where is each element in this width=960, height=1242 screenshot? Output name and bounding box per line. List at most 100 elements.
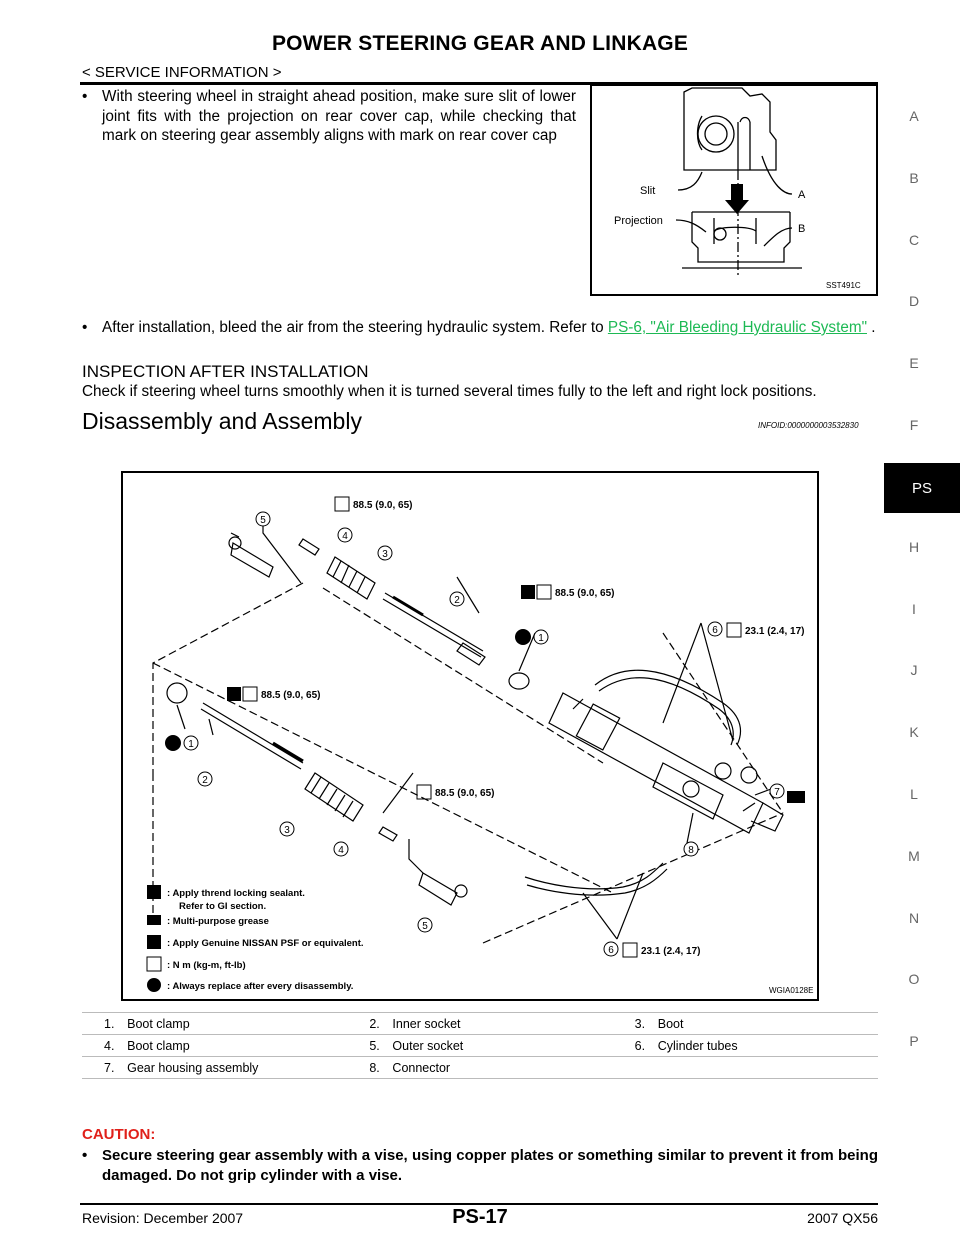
callout-4-upper: 4	[337, 527, 353, 543]
callout-1-upper: 1	[533, 629, 549, 645]
footer-model: 2007 QX56	[807, 1210, 878, 1226]
header-divider	[80, 82, 878, 85]
callout-6-upper: 6	[707, 621, 723, 637]
bullet-mark: •	[82, 88, 88, 105]
bullet-mark: •	[82, 319, 88, 336]
svg-text:6: 6	[712, 625, 718, 636]
callout-6-lower: 6	[603, 941, 619, 957]
svg-text:88.5 (9.0, 65): 88.5 (9.0, 65)	[435, 788, 494, 799]
index-tab-m[interactable]: M	[908, 848, 920, 864]
index-tab-o[interactable]: O	[908, 971, 920, 987]
caution-text: Secure steering gear assembly with a vis…	[102, 1147, 878, 1184]
install-step-bullet: • With steering wheel in straight ahead …	[82, 87, 576, 146]
callout-5-upper: 5	[255, 511, 271, 527]
mark-b-label: B	[798, 223, 805, 235]
torque-marker-lower-inner: 88.5 (9.0, 65)	[227, 686, 320, 702]
svg-text:88.5 (9.0, 65): 88.5 (9.0, 65)	[261, 690, 320, 701]
index-tab-h[interactable]: H	[908, 539, 920, 555]
svg-text:3: 3	[284, 825, 290, 836]
section-index-tabs: A B C D E F PS H I J K L M N O P	[884, 0, 960, 1242]
table-row: 4.Boot clamp 5.Outer socket 6.Cylinder t…	[82, 1034, 878, 1057]
svg-text:1: 1	[188, 739, 194, 750]
torque-marker-tube-lower: 23.1 (2.4, 17)	[622, 942, 700, 958]
index-tab-k[interactable]: K	[909, 724, 919, 740]
legend-psf: : Apply Genuine NISSAN PSF or equivalent…	[167, 938, 364, 949]
legend-torque: : N m (kg-m, ft-lb)	[167, 960, 246, 971]
steering-gear-exploded-figure: 88.5 (9.0, 65) 88.5 (9.0, 65) 88.5 (9.0,…	[121, 471, 819, 1001]
projection-label: Projection	[614, 215, 663, 227]
page-number: PS-17	[452, 1206, 508, 1228]
exploded-view-diagram: 88.5 (9.0, 65) 88.5 (9.0, 65) 88.5 (9.0,…	[146, 496, 813, 995]
index-tab-n[interactable]: N	[908, 910, 920, 926]
svg-text:23.1 (2.4, 17): 23.1 (2.4, 17)	[641, 946, 700, 957]
svg-text:4: 4	[342, 531, 348, 542]
install-step-text: With steering wheel in straight ahead po…	[102, 88, 576, 144]
index-tab-l[interactable]: L	[910, 786, 918, 802]
figure-code: WGIA0128E	[769, 986, 813, 995]
callout-8: 8	[683, 841, 699, 857]
torque-marker-upper-outer: 88.5 (9.0, 65)	[334, 496, 412, 512]
callout-3-upper: 3	[377, 545, 393, 561]
callout-7: 7	[769, 783, 785, 799]
bleeding-step-end: .	[867, 319, 876, 336]
slit-label: Slit	[640, 185, 655, 197]
svg-text:3: 3	[382, 549, 388, 560]
parts-legend-table: 1.Boot clamp 2.Inner socket 3.Boot 4.Boo…	[82, 1012, 878, 1079]
grease-icon	[787, 791, 805, 803]
bleeding-step-bullet: • After installation, bleed the air from…	[82, 318, 878, 338]
callout-5-lower: 5	[417, 917, 433, 933]
torque-marker-tube-upper: 23.1 (2.4, 17)	[726, 622, 804, 638]
air-bleeding-link[interactable]: PS-6, "Air Bleeding Hydraulic System"	[607, 319, 867, 336]
index-tab-e[interactable]: E	[909, 355, 919, 371]
inspection-text: Check if steering wheel turns smoothly w…	[82, 383, 817, 400]
table-row: 7.Gear housing assembly 8.Connector	[82, 1056, 878, 1079]
page-title: POWER STEERING GEAR AND LINKAGE	[271, 32, 689, 55]
svg-text:88.5 (9.0, 65): 88.5 (9.0, 65)	[555, 588, 614, 599]
footer-revision: Revision: December 2007	[82, 1210, 244, 1226]
figure-code: SST491C	[826, 281, 861, 290]
index-tab-d[interactable]: D	[908, 293, 920, 309]
caution-title: CAUTION:	[82, 1126, 156, 1143]
index-tab-c[interactable]: C	[908, 232, 920, 248]
bleeding-step-text: After installation, bleed the air from t…	[102, 319, 604, 336]
index-tab-p[interactable]: P	[909, 1033, 919, 1049]
svg-text:5: 5	[260, 515, 266, 526]
index-tab-ps-active[interactable]: PS	[884, 463, 960, 513]
replace-icon	[165, 629, 531, 751]
callout-1-lower: 1	[183, 735, 199, 751]
legend-replace: : Always replace after every disassembly…	[167, 981, 353, 992]
callout-3-lower: 3	[279, 821, 295, 837]
svg-text:6: 6	[608, 945, 614, 956]
callout-4-lower: 4	[333, 841, 349, 857]
svg-text:2: 2	[202, 775, 208, 786]
svg-text:1: 1	[538, 633, 544, 644]
svg-text:4: 4	[338, 845, 344, 856]
callout-2-upper: 2	[449, 591, 465, 607]
index-tab-f[interactable]: F	[909, 417, 919, 433]
svg-text:2: 2	[454, 595, 460, 606]
svg-text:5: 5	[422, 921, 428, 932]
legend-sealant: : Apply thrend locking sealant.	[167, 888, 305, 899]
legend-sealant-ref: Refer to GI section.	[179, 901, 266, 912]
figure-legend: : Apply thrend locking sealant. Refer to…	[146, 885, 364, 992]
bullet-mark: •	[82, 1147, 88, 1164]
mark-a-label: A	[798, 189, 806, 201]
index-tab-a[interactable]: A	[909, 108, 919, 124]
index-tab-j[interactable]: J	[910, 662, 918, 678]
torque-marker-lower-outer: 88.5 (9.0, 65)	[416, 784, 494, 800]
svg-text:7: 7	[774, 787, 780, 798]
index-tab-i[interactable]: I	[912, 601, 916, 617]
info-id: INFOID:0000000003532830	[758, 421, 859, 430]
callout-2-lower: 2	[197, 771, 213, 787]
svg-text:8: 8	[688, 845, 694, 856]
section-breadcrumb: < SERVICE INFORMATION >	[82, 64, 282, 81]
svg-text:88.5 (9.0, 65): 88.5 (9.0, 65)	[353, 500, 412, 511]
footer-divider	[80, 1203, 878, 1205]
disassembly-heading: Disassembly and Assembly	[82, 408, 362, 434]
inspection-heading: INSPECTION AFTER INSTALLATION	[82, 362, 369, 381]
index-tab-b[interactable]: B	[909, 170, 919, 186]
legend-grease: : Multi-purpose grease	[167, 916, 269, 927]
caution-body: • Secure steering gear assembly with a v…	[82, 1146, 878, 1185]
slit-projection-diagram: Slit Projection A B SST491C	[614, 87, 861, 290]
svg-text:23.1 (2.4, 17): 23.1 (2.4, 17)	[745, 626, 804, 637]
